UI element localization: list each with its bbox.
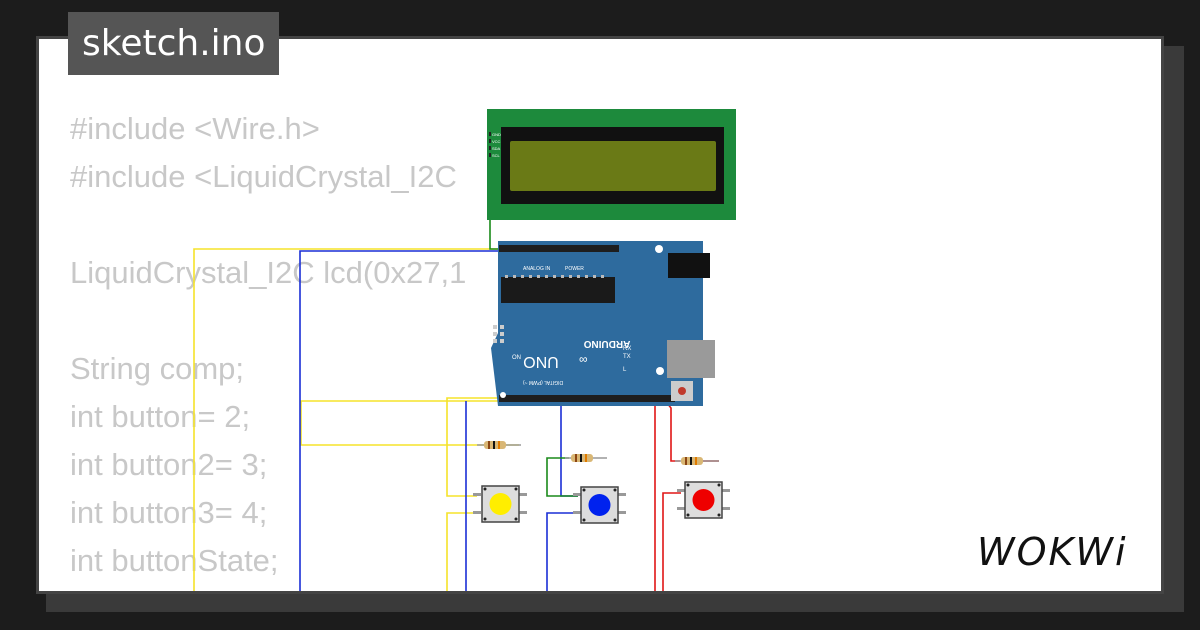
code-line: int buttonState;: [70, 543, 279, 578]
code-line: int button= 2;: [70, 399, 251, 434]
lcd-pin-label: VCC: [492, 139, 501, 144]
board-brand: ARDUINO: [583, 338, 630, 349]
pushbutton-cap[interactable]: [692, 489, 715, 511]
rx-label: RX: [623, 346, 631, 352]
header-top: [499, 245, 619, 252]
lcd-pin-label: SDA: [492, 146, 501, 151]
usb-port: [667, 340, 715, 378]
on-label: ON: [512, 355, 521, 361]
resistor: [565, 454, 607, 462]
code-line: int button3= 4;: [70, 495, 268, 530]
code-line: String comp;: [70, 351, 245, 386]
wire-yellow-down: [446, 512, 477, 591]
code-line: #include <LiquidCrystal_I2C: [70, 159, 457, 194]
circuit-diagram: GND VCC SDA SCL: [193, 109, 736, 591]
lcd-pins: GND VCC SDA SCL: [489, 132, 501, 158]
board-model: UNO: [523, 353, 559, 370]
power-label: POWER: [565, 266, 584, 272]
code-line: int button2= 3;: [70, 447, 268, 482]
wire-blue-left: [299, 250, 523, 591]
wokwi-logo-text: WOKWi: [977, 530, 1128, 574]
lcd-pin-label: SCL: [492, 153, 501, 158]
pushbutton-red[interactable]: [677, 481, 730, 519]
wire-red-2: [662, 397, 680, 462]
pushbutton-blue[interactable]: [573, 486, 626, 524]
wire-red-3: [662, 492, 681, 591]
wire-blue-down: [546, 512, 578, 591]
pushbutton-cap[interactable]: [489, 493, 512, 515]
lcd-pin-label: GND: [492, 132, 501, 137]
infinity-logo: ∞: [579, 352, 588, 366]
file-tab[interactable]: sketch.ino: [68, 12, 280, 75]
pushbutton-cap[interactable]: [588, 494, 611, 516]
arduino-uno-board: ARDUINO UNO ∞ ON RX TX L DIGITAL (PWM ~)…: [491, 241, 715, 406]
code-line: LiquidCrystal_I2C lcd(0x27,1: [70, 255, 467, 290]
header-bottom: [499, 395, 675, 402]
atmega-chip: [501, 277, 615, 303]
power-jack: [668, 253, 710, 278]
digital-label: DIGITAL (PWM ~): [523, 379, 563, 385]
wire-green-res: [546, 457, 578, 497]
wire-yellow-loop: [300, 400, 563, 446]
wire-yellow-button: [446, 397, 523, 497]
project-card: #include <Wire.h> #include <LiquidCrystal…: [36, 36, 1164, 594]
analog-label: ANALOG IN: [523, 266, 551, 272]
wire-yellow-left: [193, 248, 502, 591]
lcd-display: GND VCC SDA SCL: [487, 109, 736, 220]
tx-label: TX: [623, 354, 631, 360]
wire-blue-mid2: [560, 401, 578, 497]
wokwi-logo: WOKWi: [977, 530, 1128, 574]
code-line: #include <Wire.h>: [70, 111, 320, 146]
resistor: [675, 457, 719, 465]
pushbutton-yellow[interactable]: [473, 485, 527, 523]
resistor: [477, 441, 521, 449]
l-label: L: [623, 367, 627, 373]
code-preview: #include <Wire.h> #include <LiquidCrystal…: [70, 105, 467, 591]
